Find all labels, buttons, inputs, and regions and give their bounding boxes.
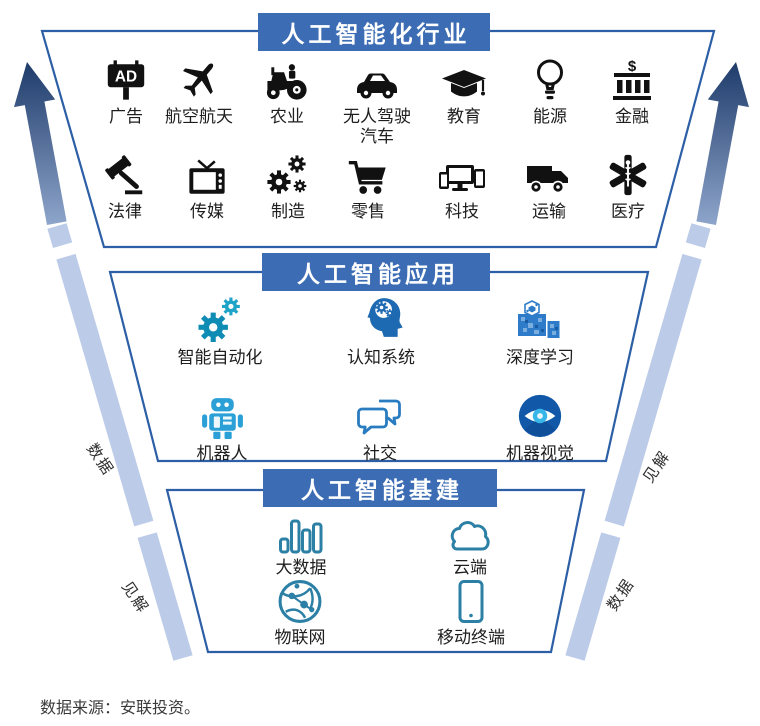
industry-item: 教育 [440,55,488,127]
industry-label: 金融 [615,107,649,126]
industry-item: 法律 [102,150,148,222]
robot-icon [201,398,243,439]
application-label: 认知系统 [347,348,415,367]
star-of-life-icon [609,154,647,196]
application-item: 机器人 [197,386,248,464]
industry-item: 制造 [264,150,312,222]
industry-item: 传媒 [184,150,231,222]
airplane-icon [183,63,214,97]
industry-label: 教育 [447,107,481,126]
infrastructure-item: 云端 [444,508,496,578]
application-item: 社交 [355,386,405,464]
application-label: 深度学习 [506,348,574,367]
driverless-car-icon [357,73,397,99]
industry-item: 医疗 [605,150,651,222]
bar-chart-icon [279,519,323,554]
gavel-icon [105,155,143,195]
application-item: 机器视觉 [506,386,574,464]
application-item: 认知系统 [347,290,415,368]
industry-label: 传媒 [190,202,224,221]
tier-header-industries: 人工智能化行业 [258,13,490,51]
tier-infrastructure-outline [165,488,586,654]
industry-label: 法律 [108,202,142,221]
industry-label: 制造 [271,202,305,221]
cognitive-head-icon [367,298,403,337]
industry-item: 能源 [526,55,574,127]
industry-label: 广告 [109,107,143,126]
industry-label: 农业 [270,107,304,126]
light-bulb-icon [537,59,563,100]
industry-item: $ 金融 [608,55,656,127]
industry-item: 科技 [437,150,487,222]
industry-label: 运输 [532,202,566,221]
bank-dollar-icon: $ [613,59,651,100]
cloud-icon [450,521,490,551]
up-arrow-right-icon [696,62,749,225]
application-label: 机器人 [196,444,248,463]
infrastructure-label: 大数据 [275,558,327,577]
infrastructure-label: 移动终端 [437,628,505,647]
gears-icon [264,153,308,199]
infrastructure-item: 移动终端 [437,578,505,648]
industry-item: 航空航天 [165,55,233,127]
machine-vision-eye-icon [518,394,562,438]
flow-bar-left [47,223,193,661]
deep-learning-icon [518,300,560,338]
graduation-cap-icon [442,70,486,97]
industry-label: 科技 [445,202,479,221]
truck-icon [527,166,568,194]
smartphone-icon [458,580,484,623]
industry-label: 航空航天 [165,107,233,126]
application-label: 智能自动化 [177,348,263,367]
industry-label: 零售 [351,202,385,221]
tier-header-applications: 人工智能应用 [262,253,490,291]
dollar-text: $ [628,59,637,75]
application-label: 机器视觉 [506,444,574,463]
industry-item: 无人驾驶汽车 [339,55,415,148]
industry-item: 运输 [525,150,573,222]
infrastructure-label: 云端 [453,558,487,577]
industry-item: 农业 [264,55,311,127]
up-arrow-left-icon [14,62,67,225]
infrastructure-item: 物联网 [275,578,326,648]
tractor-icon [266,64,307,100]
ad-billboard-icon: AD [107,60,145,100]
industry-item: AD 广告 [103,55,149,127]
application-item: 深度学习 [506,290,574,368]
infrastructure-item: 大数据 [276,508,327,578]
shopping-cart-icon [348,160,386,194]
devices-icon [439,165,485,191]
automation-gears-icon [195,295,241,345]
flow-bar-right [565,223,711,661]
industry-label: 能源 [533,107,567,126]
tv-icon [189,159,225,194]
chat-bubbles-icon [357,399,401,435]
industry-item: 零售 [345,150,391,222]
iot-globe-icon [278,580,322,623]
industry-label: 无人驾驶汽车 [343,107,411,147]
application-label: 社交 [363,444,397,463]
ad-text: AD [115,68,137,85]
application-item: 智能自动化 [178,290,263,368]
industry-label: 医疗 [611,202,645,221]
tier-header-infrastructure: 人工智能基建 [263,469,497,507]
source-note: 数据来源：安联投资。 [40,700,201,717]
infrastructure-label: 物联网 [274,628,326,647]
